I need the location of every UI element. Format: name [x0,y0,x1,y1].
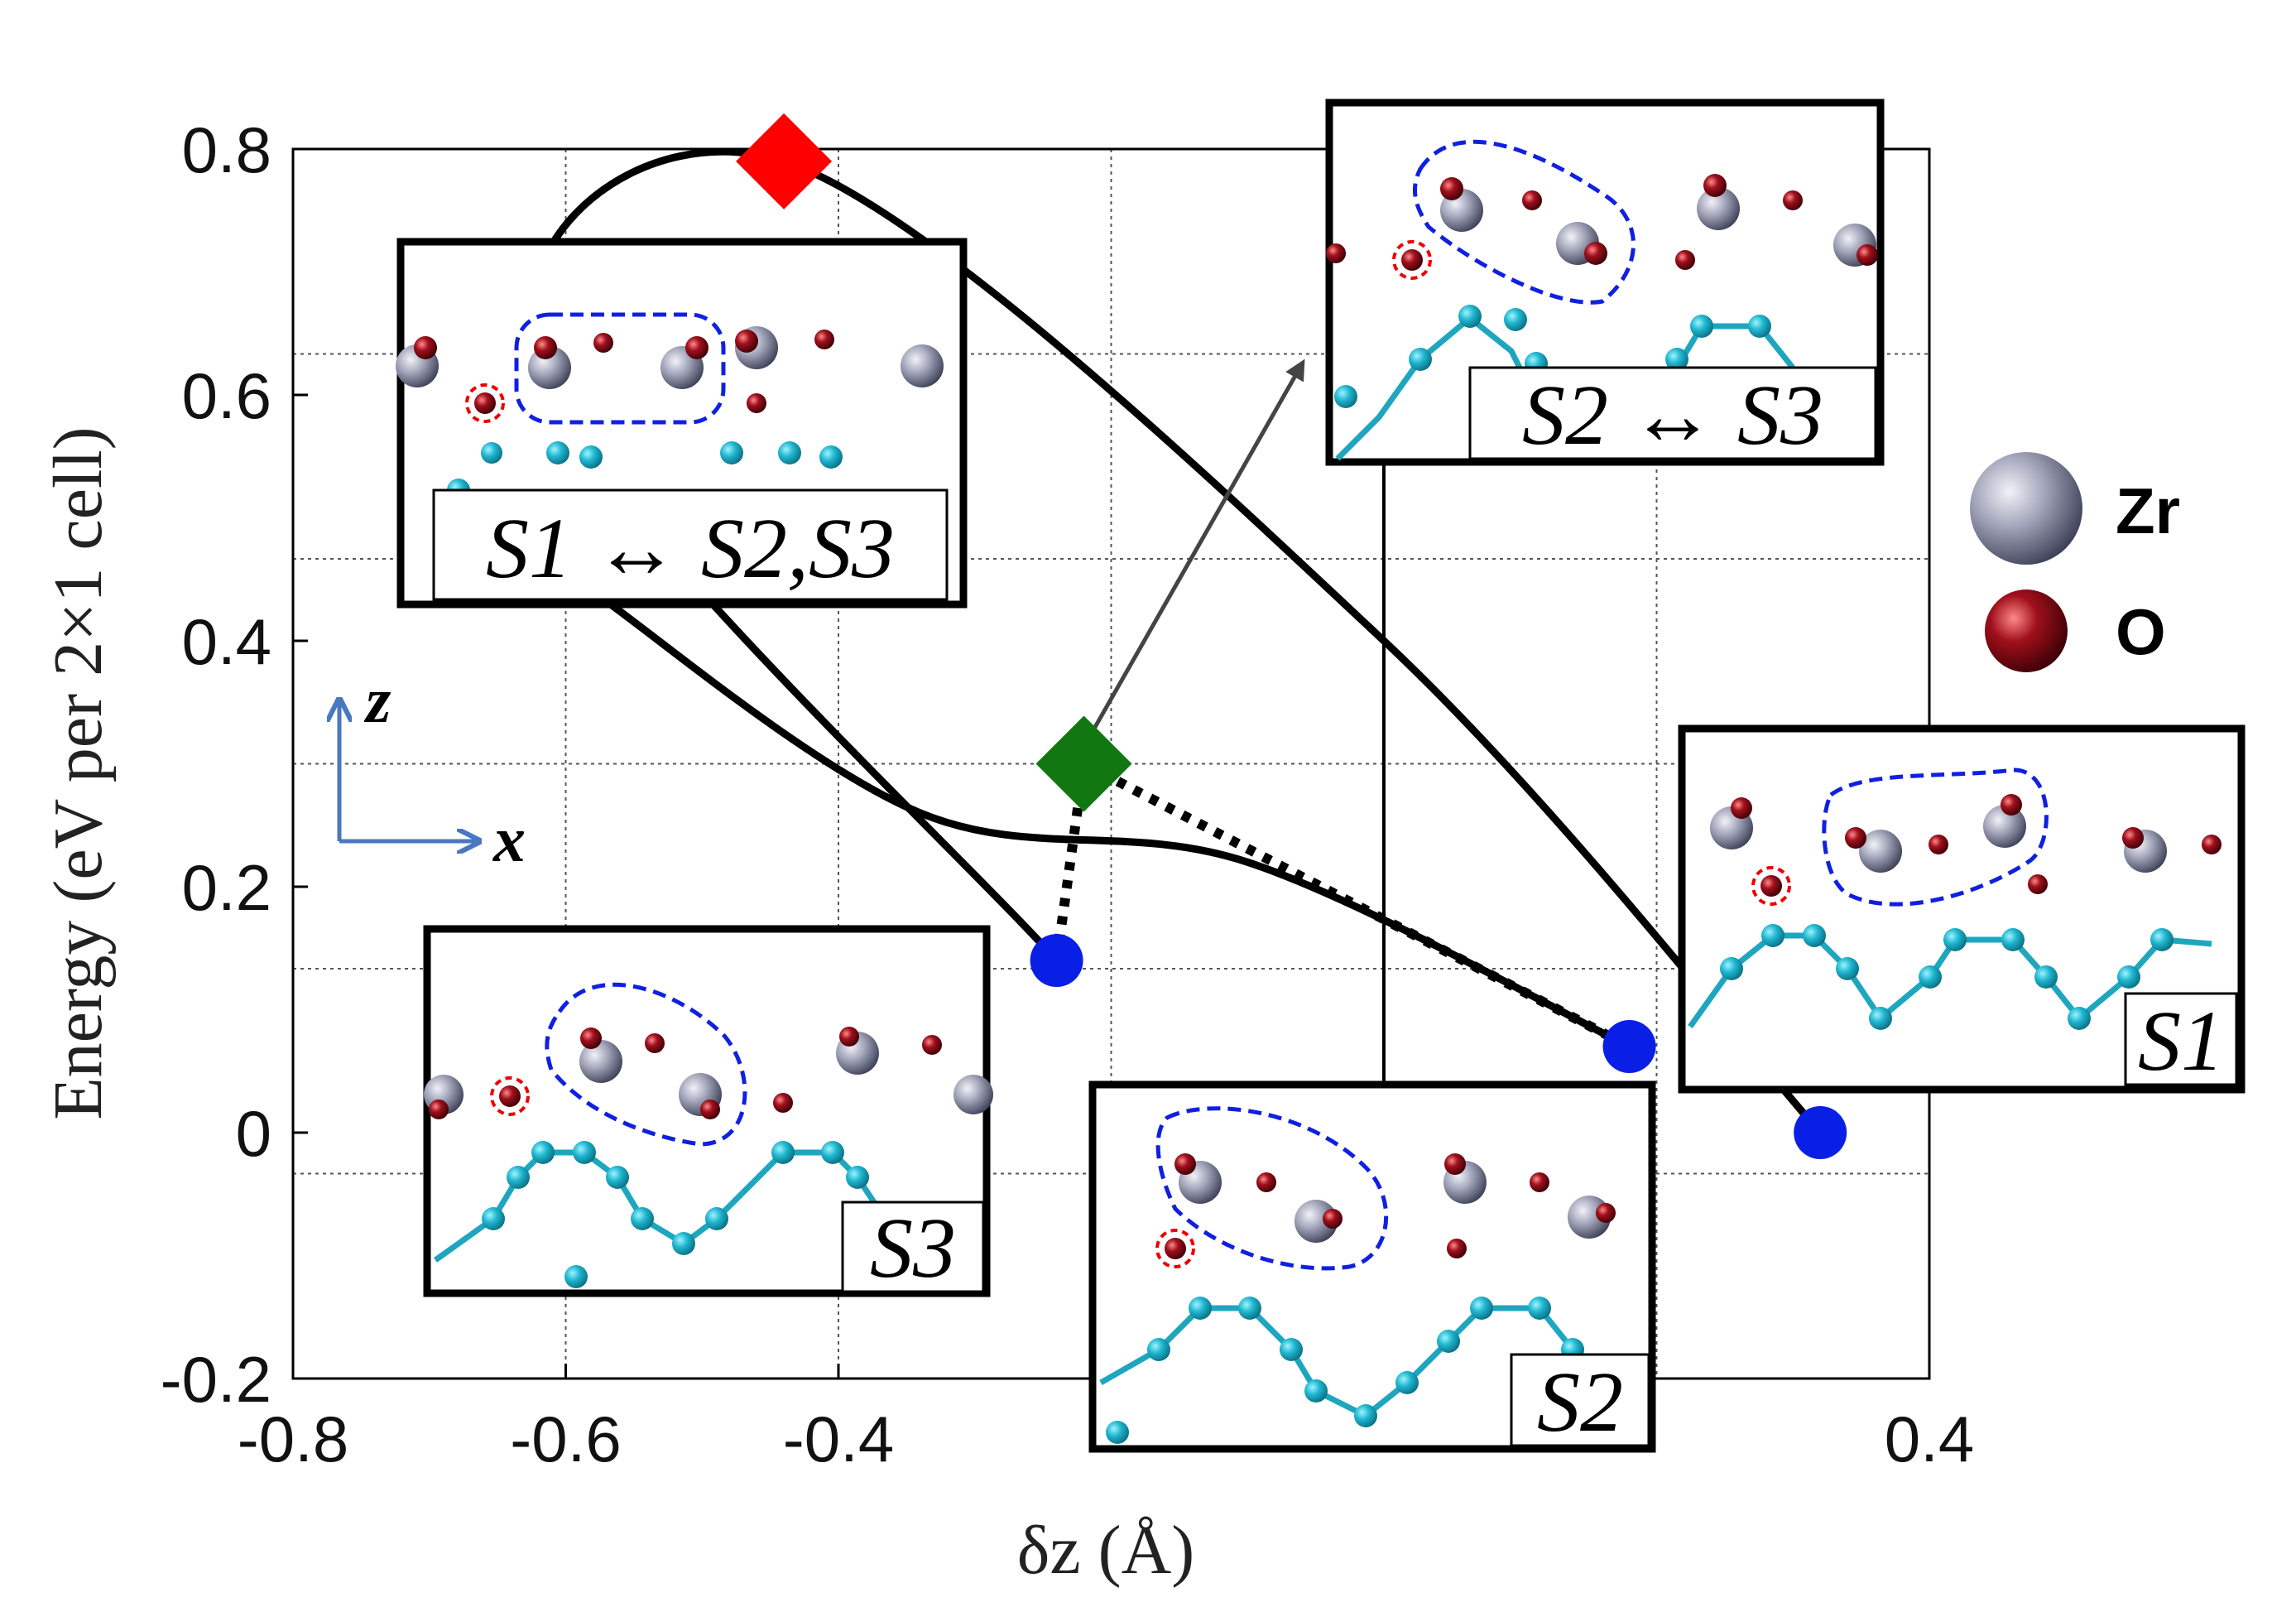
axis-indicator: z x [339,664,526,875]
x-tick-label: 0.4 [1885,1403,1974,1475]
y-tick-label: 0.6 [182,359,271,432]
inset-label-box [1510,1353,1650,1447]
y-tick-label: 0.8 [182,113,271,186]
atom-structure [1099,1106,1616,1444]
x-axis-label: δz (Å) [1017,1512,1194,1589]
atom-structure [1326,139,1878,461]
minimum-point [1794,1106,1847,1159]
inset-label: S1 ↔ S2,S3 [486,501,895,596]
energy-path-dotted [1051,756,1632,1051]
ts-pointer-arrow [1092,358,1305,730]
y-tick-label: 0.4 [182,605,271,678]
inset-s1-s2s3: S1 ↔ S2,S3 [396,238,968,609]
inset-s3: S3 [423,925,993,1297]
inset-label: S3 [870,1201,956,1296]
legend: Zr O [1970,452,2180,672]
x-tick-label: -0.4 [783,1403,894,1475]
inset-label: S2 [1537,1355,1623,1450]
energy-path [590,588,1631,1051]
transition-state-marker [1035,715,1132,812]
y-tick-label: -0.2 [161,1343,271,1416]
legend-zr-swatch [1970,452,2082,565]
inset-label: S2 ↔ S3 [1522,368,1823,463]
y-tick-label: 0.2 [182,851,271,924]
inset-frame [1678,724,2246,1094]
minimum-point [1602,1020,1656,1074]
atom-structure [424,982,993,1288]
inset-label-box [2124,992,2238,1086]
legend-o-label: O [2116,595,2166,668]
legend-o-swatch [1985,589,2068,672]
x-tick-label: -0.6 [510,1403,621,1475]
minimum-point [1030,934,1083,988]
axis-x-letter: x [492,803,526,875]
inset-s2: S2 [1088,1080,1656,1453]
inset-s1: S1 [1678,724,2246,1094]
inset-label: S1 [2138,994,2224,1089]
atom-structure [1688,768,2222,1030]
inset-label-box [841,1201,985,1293]
axis-z-letter: z [363,664,391,736]
y-tick-label: 0 [236,1097,271,1170]
y-axis-label: Energy (eV per 2×1 cell) [40,426,117,1119]
transition-state-marker [736,113,833,209]
axis-ticks: -0.8 -0.6 -0.4 0.4 0.8 0.6 0.4 0.2 0 -0.2 [161,113,1975,1475]
inset-label-box [1468,366,1877,460]
energy-markers [736,113,1847,1159]
inset-s2-s3: S2 ↔ S3 [1325,99,1885,466]
x-tick-label: -0.8 [238,1403,348,1475]
legend-zr-label: Zr [2116,474,2180,547]
inset-label-box [432,488,949,601]
